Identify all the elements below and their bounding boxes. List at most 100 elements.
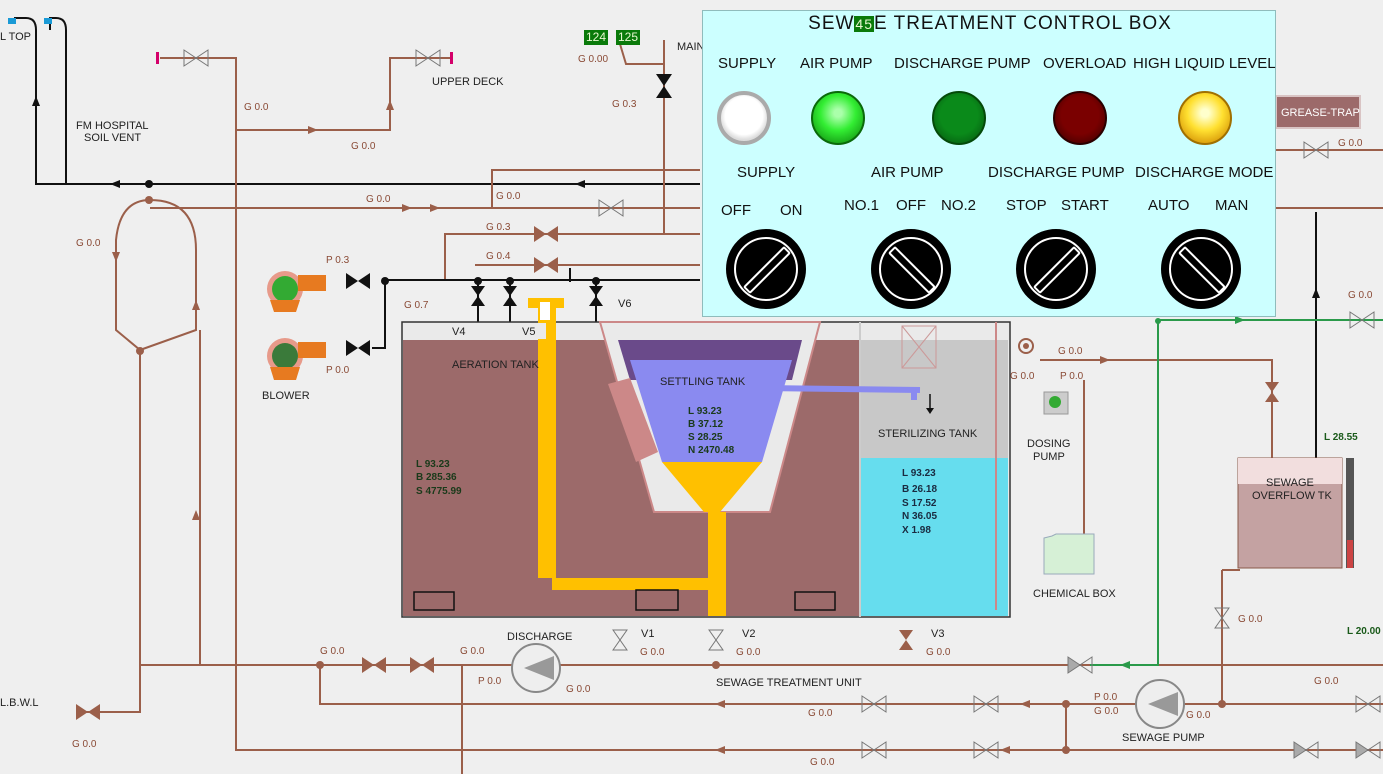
label-chemical-box: CHEMICAL BOX bbox=[1033, 588, 1116, 600]
gate-valve bbox=[534, 257, 558, 273]
reading: P 0.0 bbox=[478, 676, 502, 687]
svg-text:L 93.23: L 93.23 bbox=[416, 459, 450, 470]
lamp-high-liquid-level bbox=[1178, 91, 1232, 145]
switch-pos-off: OFF bbox=[721, 202, 751, 219]
label-lbwl: L.B.W.L bbox=[0, 697, 39, 709]
gate-valve bbox=[410, 657, 434, 673]
indicator-badge-124: 124 bbox=[584, 30, 609, 45]
reading: G 0.0 bbox=[810, 757, 835, 768]
label-sterilizing-tank: STERILIZING TANK bbox=[878, 428, 978, 440]
gate-valve bbox=[598, 199, 624, 217]
reading: G 0.0 bbox=[736, 647, 761, 658]
label-overflow-2: OVERFLOW TK bbox=[1252, 490, 1333, 502]
reading: P 0.0 bbox=[326, 365, 350, 376]
gate-valve-v bbox=[899, 630, 913, 650]
sterilizing-readings: L 93.23 B 26.18 S 17.52 N 36.05 X 1.98 bbox=[902, 468, 937, 536]
reading: G 0.0 bbox=[351, 141, 376, 152]
label-grease-trap: GREASE-TRAP bbox=[1281, 107, 1360, 119]
gate-valve bbox=[1303, 141, 1329, 159]
gate-valve bbox=[183, 49, 209, 67]
lamp-overload bbox=[1053, 91, 1107, 145]
gate-valve bbox=[534, 226, 558, 242]
svg-text:B 26.18: B 26.18 bbox=[902, 484, 937, 495]
green-line bbox=[1090, 316, 1383, 669]
switch-pos-stop: STOP bbox=[1006, 197, 1047, 214]
reading: G 0.0 bbox=[926, 647, 951, 658]
label-v4: V4 bbox=[452, 326, 465, 338]
reading: G 0.0 bbox=[366, 194, 391, 205]
switch-pos-on: ON bbox=[780, 202, 803, 219]
svg-text:N 36.05: N 36.05 bbox=[902, 511, 937, 522]
control-box-panel: SEW45E TREATMENT CONTROL BOX SUPPLY AIR … bbox=[702, 10, 1276, 317]
gate-valve bbox=[861, 695, 887, 713]
valves bbox=[76, 49, 1381, 759]
label-main: MAIN bbox=[677, 41, 705, 53]
label-settling-tank: SETTLING TANK bbox=[660, 376, 746, 388]
reading: G 0.0 bbox=[72, 739, 97, 750]
reading: G 0.0 bbox=[1186, 710, 1211, 721]
label-discharge: DISCHARGE bbox=[507, 631, 572, 643]
switch-pos-off: OFF bbox=[896, 197, 926, 214]
gate-valve bbox=[346, 340, 370, 356]
lamp-discharge-pump bbox=[932, 91, 986, 145]
reading: G 0.3 bbox=[486, 222, 511, 233]
svg-text:S 28.25: S 28.25 bbox=[688, 432, 723, 443]
label-dosing: DOSING bbox=[1027, 438, 1070, 450]
gate-valve bbox=[861, 741, 887, 759]
gate-valve-v bbox=[471, 286, 485, 306]
lamp-supply bbox=[717, 91, 771, 145]
switch-discharge-mode[interactable] bbox=[1161, 229, 1241, 309]
sewage-lines bbox=[86, 40, 1383, 774]
gate-valve-v bbox=[612, 629, 628, 651]
gate-valve-v bbox=[1265, 382, 1279, 402]
switch-label-air-pump: AIR PUMP bbox=[871, 164, 944, 181]
switch-air-pump[interactable] bbox=[871, 229, 951, 309]
switch-label-discharge-pump: DISCHARGE PUMP bbox=[988, 164, 1125, 181]
label-upper-deck: UPPER DECK bbox=[432, 76, 504, 88]
reading: G 0.0 bbox=[1314, 676, 1339, 687]
reading: G 0.3 bbox=[612, 99, 637, 110]
dosing-pump bbox=[1018, 338, 1095, 575]
svg-text:L 93.23: L 93.23 bbox=[902, 468, 936, 479]
switch-pos-no2: NO.2 bbox=[941, 197, 977, 214]
gate-valve bbox=[415, 49, 441, 67]
label-blower: BLOWER bbox=[262, 390, 310, 402]
gate-valve bbox=[362, 657, 386, 673]
label-v2: V2 bbox=[742, 628, 755, 640]
grease-trap bbox=[1275, 95, 1361, 129]
treatment-unit bbox=[401, 298, 1011, 618]
gate-valve-v bbox=[1214, 607, 1230, 629]
reading: P 0.0 bbox=[1094, 692, 1118, 703]
switch-discharge-pump[interactable] bbox=[1016, 229, 1096, 309]
sewage-pump bbox=[1135, 679, 1185, 729]
switch-pos-man: MAN bbox=[1215, 197, 1249, 214]
label-fm-hospital: FM HOSPITAL bbox=[76, 120, 149, 132]
vent-pipes bbox=[8, 17, 700, 188]
label-v3: V3 bbox=[931, 628, 944, 640]
reading: G 0.0 bbox=[640, 647, 665, 658]
svg-text:B 285.36: B 285.36 bbox=[416, 472, 457, 483]
reading: G 0.0 bbox=[460, 646, 485, 657]
reading: G 0.7 bbox=[404, 300, 429, 311]
reading: P 0.3 bbox=[326, 255, 350, 266]
reading: G 0.0 bbox=[1238, 614, 1263, 625]
gate-valve-v bbox=[656, 74, 672, 98]
label-aeration-tank: AERATION TANK bbox=[452, 359, 539, 371]
gate-valve bbox=[973, 741, 999, 759]
switch-label-supply: SUPPLY bbox=[737, 164, 796, 181]
reading: P 0.0 bbox=[1060, 371, 1084, 382]
svg-text:S 17.52: S 17.52 bbox=[902, 498, 937, 509]
gate-valve bbox=[1349, 311, 1375, 329]
lamp-label-high-liquid-level: HIGH LIQUID LEVEL bbox=[1133, 55, 1276, 72]
reading: G 0.0 bbox=[320, 646, 345, 657]
switch-supply[interactable] bbox=[726, 229, 806, 309]
discharge-pump bbox=[511, 643, 561, 693]
level-reading: L 20.00 bbox=[1347, 626, 1381, 637]
reading: G 0.0 bbox=[76, 238, 101, 249]
indicator-badge-125: 125 bbox=[616, 30, 641, 45]
reading: G 0.0 bbox=[1058, 346, 1083, 357]
blower bbox=[267, 271, 326, 380]
reading: G 0.0 bbox=[1010, 371, 1035, 382]
svg-text:N 2470.48: N 2470.48 bbox=[688, 445, 735, 456]
